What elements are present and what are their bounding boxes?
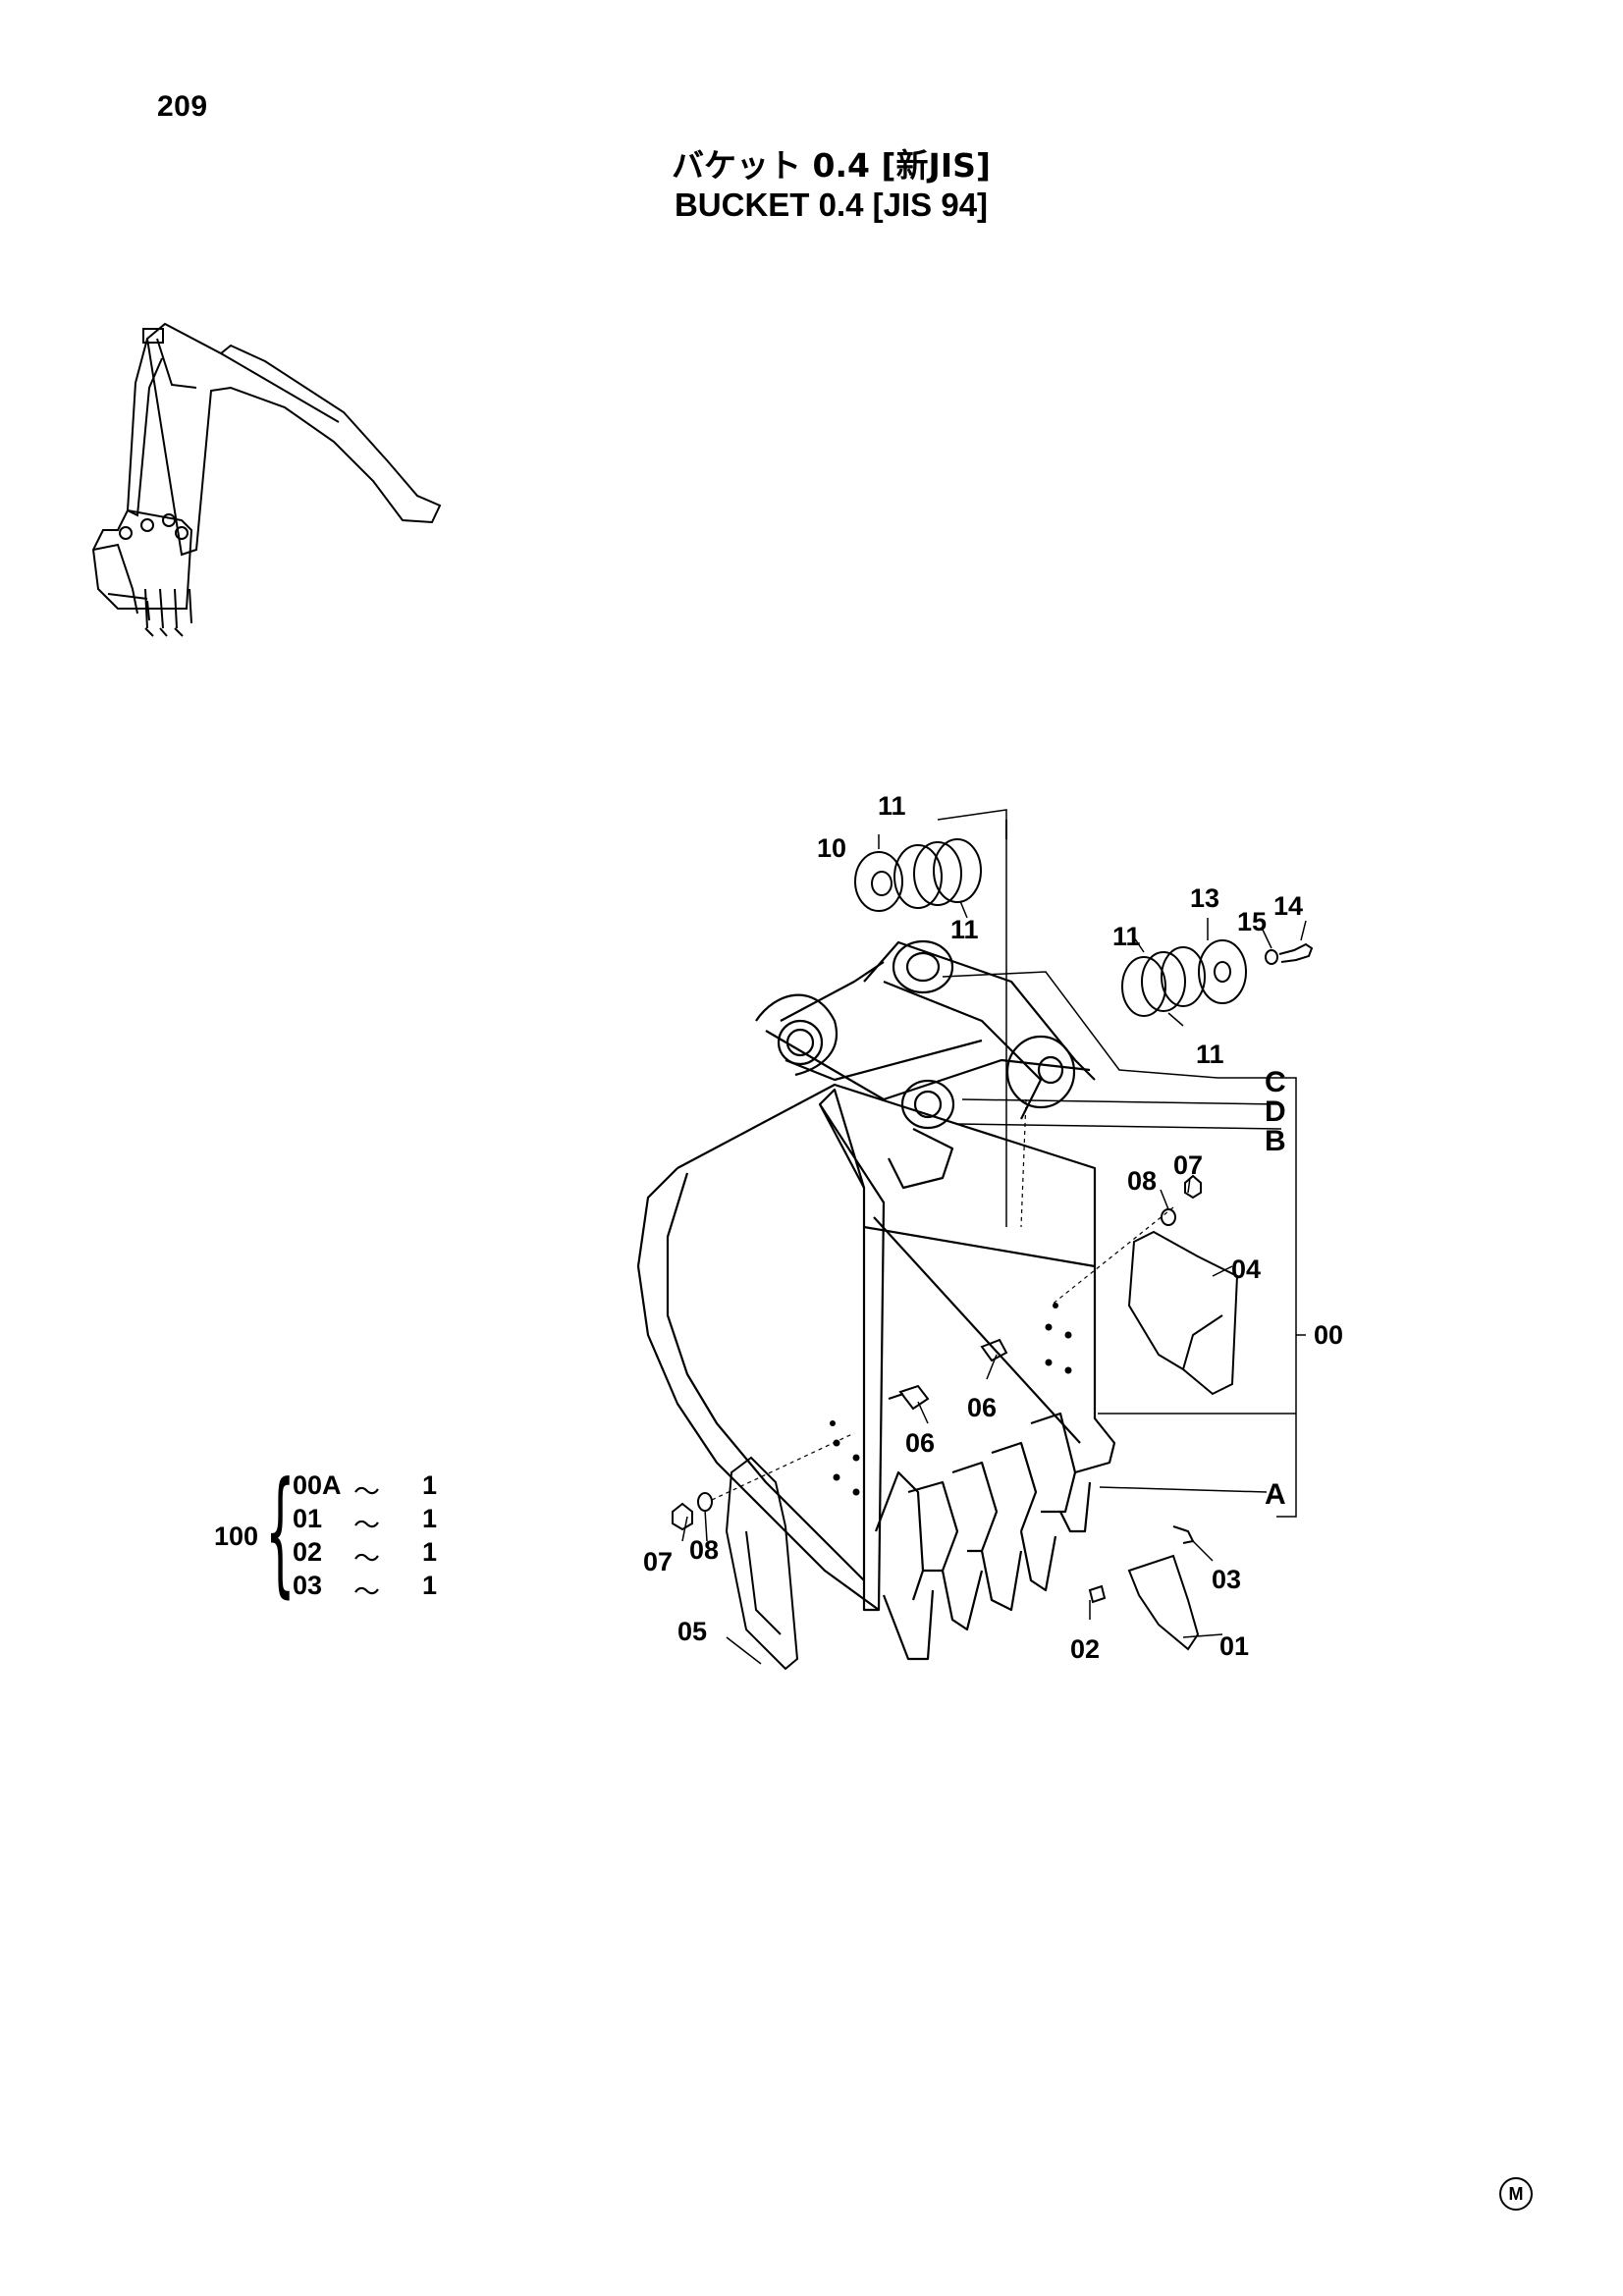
title-japanese: バケット 0.4 [新JIS] — [672, 146, 991, 185]
bucket-drawing — [636, 939, 1116, 1661]
callout-00: 00 — [1314, 1320, 1343, 1350]
kit-tilde: 〜 — [353, 1544, 380, 1575]
title-english: BUCKET 0.4 [JIS 94] — [674, 187, 989, 223]
kit-tilde: 〜 — [353, 1511, 380, 1541]
callout-03: 03 — [1212, 1565, 1241, 1594]
callout-02: 02 — [1070, 1634, 1100, 1664]
kit-row: 02 〜 1 — [293, 1537, 489, 1575]
page-number: 209 — [157, 90, 208, 123]
kit-part-number: 01 — [293, 1504, 323, 1533]
callout-15: 15 — [1237, 907, 1267, 936]
kit-quantity: 1 — [422, 1470, 438, 1500]
callout-04: 04 — [1231, 1255, 1261, 1284]
kit-row: 03 〜 1 — [293, 1571, 489, 1608]
callout-11-right: 11 — [1112, 922, 1141, 951]
kit-part-number: 02 — [293, 1537, 323, 1567]
kit-rows: 00A 〜 1 01 〜 1 02 〜 1 03 〜 1 — [293, 1470, 489, 1608]
kit-row: 00A 〜 1 — [293, 1470, 489, 1508]
kit-brace: { — [265, 1453, 296, 1611]
callout-11-mid: 11 — [950, 915, 979, 944]
callout-08-right: 08 — [1127, 1166, 1157, 1196]
callout-08-left: 08 — [689, 1535, 719, 1565]
kit-tilde: 〜 — [353, 1477, 380, 1508]
callout-07-right: 07 — [1173, 1150, 1203, 1180]
kit-row: 01 〜 1 — [293, 1504, 489, 1541]
kit-tilde: 〜 — [353, 1577, 380, 1608]
callout-06-right: 06 — [967, 1393, 997, 1422]
callout-11-top: 11 — [878, 791, 906, 821]
exploded-parts — [672, 809, 1314, 1671]
kit-quantity: 1 — [422, 1504, 438, 1533]
kit-quantity: 1 — [422, 1537, 438, 1567]
callout-10: 10 — [817, 833, 846, 863]
kit-quantity: 1 — [422, 1571, 438, 1600]
callout-01: 01 — [1219, 1631, 1249, 1661]
kit-part-number: 00A — [293, 1470, 342, 1500]
callout-labels: 11 10 11 13 15 14 11 11 C D B 08 07 04 0… — [643, 791, 1343, 1664]
kit-part-number: 03 — [293, 1571, 323, 1600]
callout-14: 14 — [1273, 891, 1303, 921]
excavator-overview-illustration — [91, 322, 442, 637]
reference-c: C — [1265, 1066, 1286, 1098]
callout-13: 13 — [1190, 883, 1219, 913]
reference-b: B — [1265, 1125, 1286, 1157]
corner-mark: M — [1499, 2177, 1533, 2211]
kit-assembly-number: 100 — [214, 1522, 259, 1551]
callout-05: 05 — [677, 1617, 707, 1646]
callout-06-left: 06 — [905, 1428, 935, 1458]
reference-d: D — [1265, 1095, 1286, 1128]
callout-07-left: 07 — [643, 1547, 673, 1576]
reference-a: A — [1265, 1478, 1286, 1511]
callout-11-bottom: 11 — [1196, 1040, 1224, 1069]
